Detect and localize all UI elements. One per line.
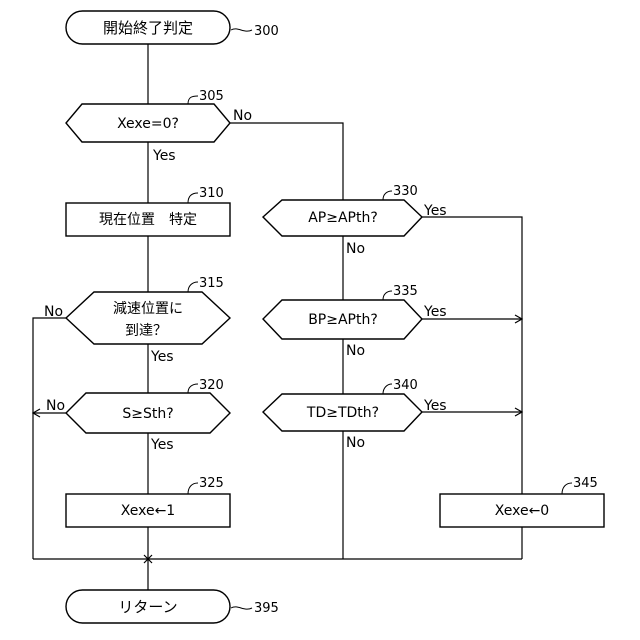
leader-345 — [562, 483, 572, 494]
branch-305-no: No — [233, 108, 252, 124]
branch-340-yes: Yes — [423, 398, 447, 414]
leader-310 — [188, 193, 198, 203]
decision-315-label-line1: 減速位置に — [113, 300, 183, 317]
decision-315-label-line2: 到達？ — [125, 323, 167, 339]
decision-305-label: Xexe=0? — [117, 116, 179, 132]
ref-325: 325 — [199, 476, 224, 491]
leader-305 — [188, 96, 198, 104]
decision-335-label: BP≥APth? — [308, 312, 378, 328]
branch-335-yes: Yes — [423, 304, 447, 320]
ref-395: 395 — [254, 601, 279, 616]
branch-320-no: No — [46, 398, 65, 414]
leader-320 — [188, 384, 198, 393]
ref-300: 300 — [254, 24, 279, 39]
branch-305-yes: Yes — [152, 148, 176, 164]
branch-330-no: No — [346, 241, 365, 257]
branch-320-yes: Yes — [150, 437, 174, 453]
leader-340 — [383, 384, 392, 394]
start-label: 開始終了判定 — [103, 19, 193, 37]
branch-340-no: No — [346, 435, 365, 451]
ref-330: 330 — [393, 184, 418, 199]
decision-320-label: S≥Sth? — [122, 406, 173, 422]
leader-335 — [383, 291, 392, 300]
leader-395 — [231, 607, 252, 609]
leader-325 — [188, 483, 198, 494]
branch-315-no: No — [44, 304, 63, 320]
ref-335: 335 — [393, 284, 418, 299]
ref-320: 320 — [199, 378, 224, 393]
leader-315 — [188, 282, 198, 292]
decision-330-label: AP≥APth? — [308, 210, 378, 226]
ref-345: 345 — [573, 476, 598, 491]
decision-340-label: TD≥TDth? — [306, 405, 379, 421]
leader-330 — [383, 191, 392, 200]
end-label: リターン — [118, 598, 177, 616]
process-345-label: Xexe←0 — [495, 503, 549, 519]
branch-330-yes: Yes — [423, 203, 447, 219]
branch-315-yes: Yes — [150, 349, 174, 365]
ref-340: 340 — [393, 378, 418, 393]
connector-315-no — [33, 318, 66, 559]
connector-305-no — [230, 123, 343, 200]
branch-335-no: No — [346, 343, 365, 359]
connector-330-yes — [422, 217, 522, 494]
process-310-label: 現在位置 特定 — [99, 212, 197, 228]
ref-310: 310 — [199, 186, 224, 201]
ref-315: 315 — [199, 276, 224, 291]
leader-300 — [231, 29, 252, 31]
process-325-label: Xexe←1 — [121, 503, 175, 519]
ref-305: 305 — [199, 89, 224, 104]
